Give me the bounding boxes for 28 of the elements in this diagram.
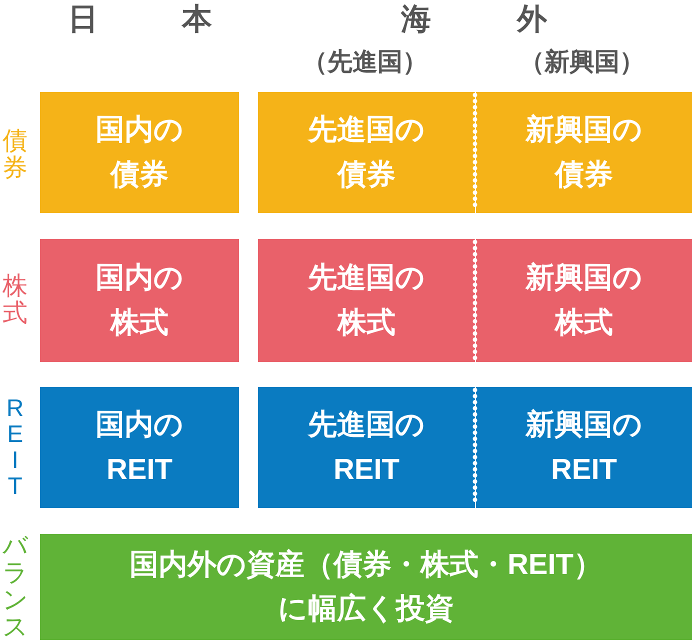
column-subheader: （先進国）	[302, 50, 428, 74]
category-label: 国内の債券	[94, 112, 184, 192]
category-label: 先進国の株式	[306, 260, 426, 340]
category-box	[476, 239, 692, 362]
category-box	[476, 92, 692, 213]
column-header: 日本	[68, 5, 212, 35]
category-box	[258, 92, 475, 213]
category-label: 先進国の債券	[306, 112, 426, 192]
column-subheader: （新興国）	[520, 50, 644, 74]
category-label: 新興国の債券	[524, 112, 644, 192]
category-box	[258, 387, 475, 508]
category-label: 国内外の資産（債券・株式・REIT）に幅広く投資	[128, 548, 604, 627]
column-header: 海外	[401, 5, 547, 35]
row-label: 株式	[2, 273, 28, 327]
category-label: 国内の株式	[94, 260, 184, 340]
row-label: バランス	[2, 533, 28, 641]
category-label: 先進国のREIT	[306, 408, 426, 488]
category-box	[476, 387, 692, 508]
category-box	[40, 534, 692, 640]
row-label: REIT	[6, 396, 25, 500]
category-box	[40, 92, 239, 213]
row-label: 債券	[2, 128, 28, 182]
category-label: 国内のREIT	[94, 408, 184, 488]
category-box	[258, 239, 475, 362]
category-box	[40, 387, 239, 508]
category-label: 新興国の株式	[524, 260, 644, 340]
category-box	[40, 239, 239, 362]
category-label: 新興国のREIT	[524, 408, 644, 488]
